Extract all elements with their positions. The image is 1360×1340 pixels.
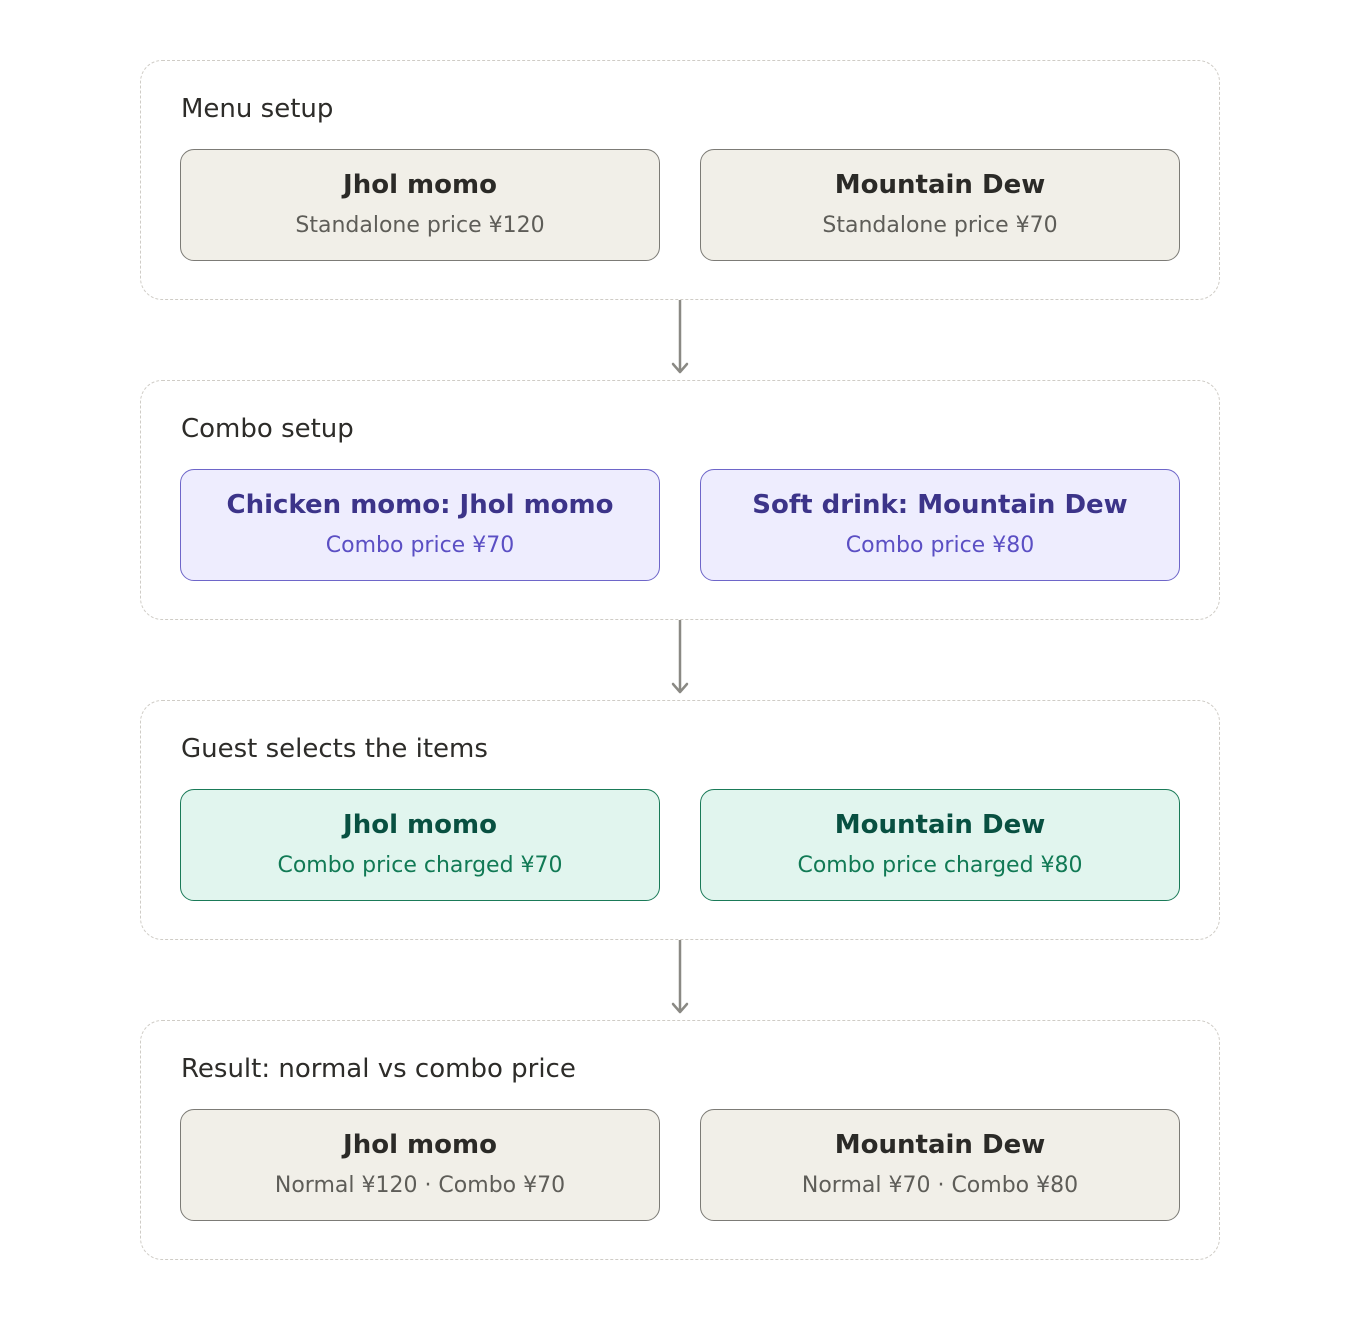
down-arrow-icon — [671, 620, 689, 694]
card-subtitle: Combo price ¥70 — [325, 533, 515, 558]
card-title: Soft drink: Mountain Dew — [752, 490, 1128, 520]
section-menu-setup: Menu setup Jhol momo Standalone price ¥1… — [140, 60, 1220, 300]
section-title: Menu setup — [181, 94, 334, 124]
section-title: Guest selects the items — [181, 734, 488, 764]
card-mountain-dew-result: Mountain Dew Normal ¥70 · Combo ¥80 — [700, 1109, 1180, 1221]
section-combo-setup: Combo setup Chicken momo: Jhol momo Comb… — [140, 380, 1220, 620]
card-title: Chicken momo: Jhol momo — [226, 490, 614, 520]
card-jhol-momo-selected: Jhol momo Combo price charged ¥70 — [180, 789, 660, 901]
section-title: Combo setup — [181, 414, 354, 444]
card-jhol-momo-menu: Jhol momo Standalone price ¥120 — [180, 149, 660, 261]
card-subtitle: Combo price charged ¥80 — [797, 853, 1083, 878]
card-jhol-momo-result: Jhol momo Normal ¥120 · Combo ¥70 — [180, 1109, 660, 1221]
card-subtitle: Standalone price ¥70 — [822, 213, 1058, 238]
card-title: Jhol momo — [343, 170, 497, 200]
card-mountain-dew-selected: Mountain Dew Combo price charged ¥80 — [700, 789, 1180, 901]
card-title: Mountain Dew — [834, 810, 1046, 840]
card-soft-drink-combo: Soft drink: Mountain Dew Combo price ¥80 — [700, 469, 1180, 581]
section-guest-selects: Guest selects the items Jhol momo Combo … — [140, 700, 1220, 940]
card-subtitle: Normal ¥120 · Combo ¥70 — [274, 1173, 566, 1198]
card-subtitle: Combo price charged ¥70 — [277, 853, 563, 878]
down-arrow-icon — [671, 940, 689, 1014]
card-title: Jhol momo — [343, 1130, 497, 1160]
card-chicken-momo-combo: Chicken momo: Jhol momo Combo price ¥70 — [180, 469, 660, 581]
card-subtitle: Standalone price ¥120 — [295, 213, 545, 238]
card-title: Mountain Dew — [834, 170, 1046, 200]
down-arrow-icon — [671, 300, 689, 374]
section-result: Result: normal vs combo price Jhol momo … — [140, 1020, 1220, 1260]
card-subtitle: Combo price ¥80 — [845, 533, 1035, 558]
section-title: Result: normal vs combo price — [181, 1054, 576, 1084]
card-subtitle: Normal ¥70 · Combo ¥80 — [801, 1173, 1079, 1198]
card-title: Mountain Dew — [834, 1130, 1046, 1160]
card-mountain-dew-menu: Mountain Dew Standalone price ¥70 — [700, 149, 1180, 261]
card-title: Jhol momo — [343, 810, 497, 840]
